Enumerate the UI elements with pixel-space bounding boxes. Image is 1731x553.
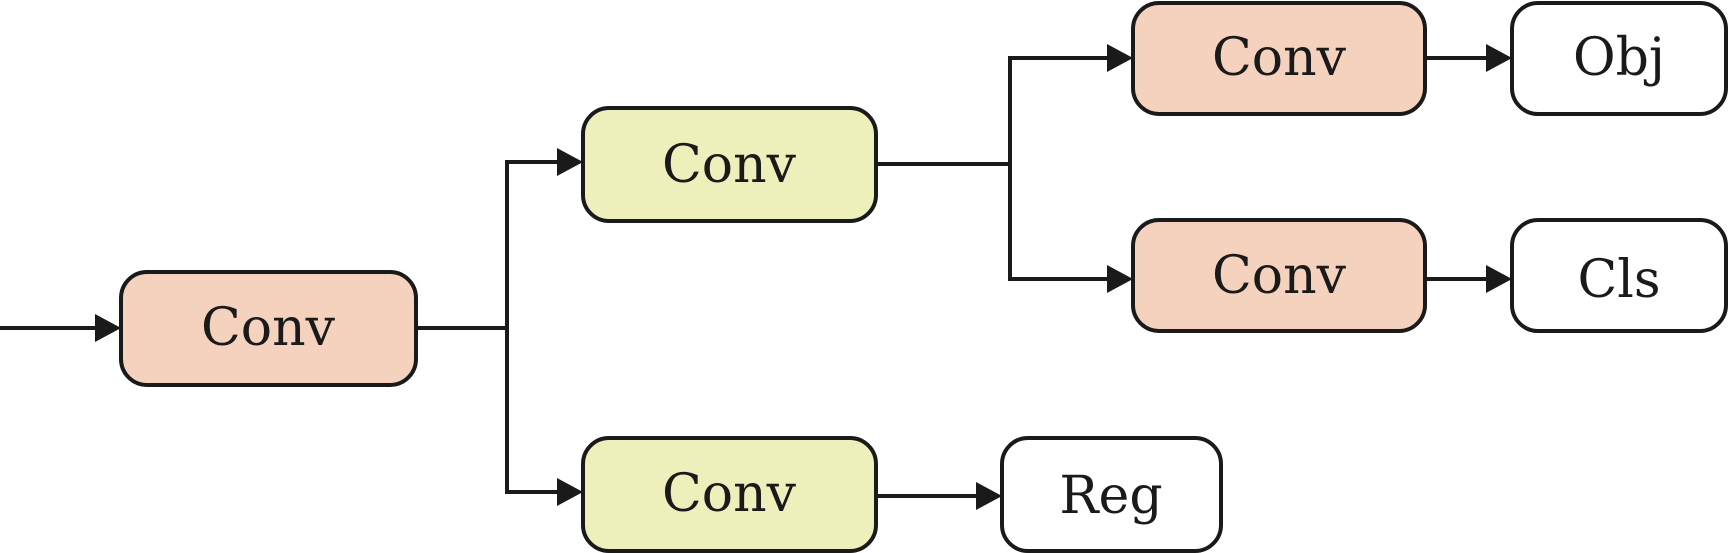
- edge-split-to-upper: [505, 160, 557, 328]
- lower-branch-conv-label: Conv: [662, 464, 797, 524]
- arrowhead-upper: [557, 148, 583, 176]
- obj-output-label: Obj: [1573, 28, 1665, 88]
- cls-output-node: Cls: [1510, 218, 1728, 333]
- edges: [0, 44, 1512, 510]
- arrowhead-cls: [1486, 265, 1512, 293]
- obj-conv-node: Conv: [1131, 1, 1427, 116]
- stem-conv-node: Conv: [119, 270, 418, 387]
- cls-output-label: Cls: [1577, 250, 1660, 310]
- reg-output-node: Reg: [1000, 436, 1223, 553]
- lower-branch-conv-node: Conv: [581, 436, 878, 553]
- arrowhead-cls-conv: [1107, 265, 1133, 293]
- arrowhead-reg: [976, 482, 1002, 510]
- cls-conv-label: Conv: [1212, 246, 1347, 306]
- edge-split-to-lower: [505, 328, 557, 494]
- cls-conv-node: Conv: [1131, 218, 1427, 333]
- upper-branch-conv-label: Conv: [662, 135, 797, 195]
- edge-split-to-cls-conv: [1008, 164, 1107, 281]
- arrowhead-lower: [557, 478, 583, 506]
- reg-output-label: Reg: [1059, 466, 1162, 526]
- arrowhead-obj: [1486, 44, 1512, 72]
- arrowhead-stem: [95, 314, 121, 342]
- obj-output-node: Obj: [1510, 1, 1728, 116]
- arrowhead-obj-conv: [1107, 44, 1133, 72]
- edge-split-to-obj-conv: [1008, 56, 1107, 164]
- upper-branch-conv-node: Conv: [581, 106, 878, 223]
- obj-conv-label: Conv: [1212, 28, 1347, 88]
- stem-conv-label: Conv: [201, 298, 336, 358]
